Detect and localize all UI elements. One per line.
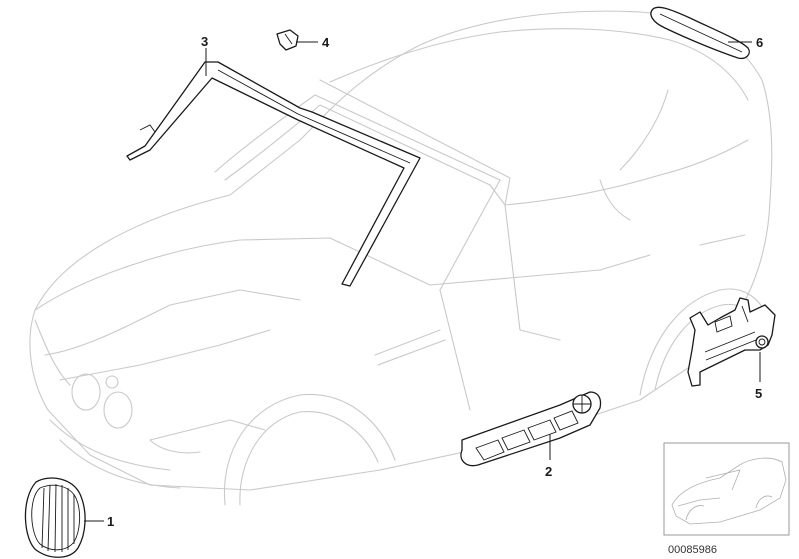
car-outline xyxy=(29,10,773,506)
windshield-frame-part[interactable] xyxy=(126,61,421,287)
rear-strip-part[interactable] xyxy=(650,6,750,60)
callout-2: 2 xyxy=(545,464,552,479)
callout-1: 1 xyxy=(107,514,114,529)
thumbnail-reference xyxy=(663,442,790,536)
clip-part[interactable] xyxy=(276,29,299,51)
side-vent-part[interactable] xyxy=(460,391,602,467)
callout-6: 6 xyxy=(756,35,763,50)
callout-4: 4 xyxy=(322,35,330,50)
door-handle-part[interactable] xyxy=(687,297,776,387)
callout-5: 5 xyxy=(755,386,762,401)
kidney-grille-part[interactable] xyxy=(24,477,86,558)
document-number: 00085986 xyxy=(668,544,717,556)
callout-3: 3 xyxy=(201,34,208,49)
